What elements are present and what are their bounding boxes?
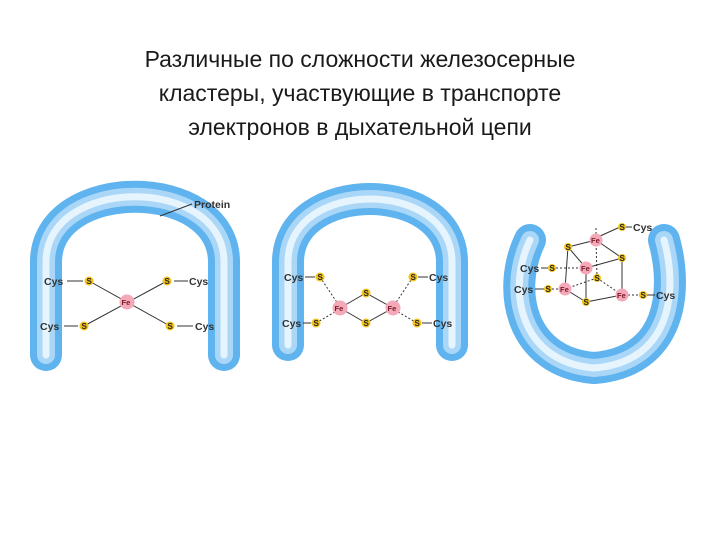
cys-label: Cys [429, 272, 448, 284]
sulfur-atom [165, 321, 175, 331]
cluster-2: Cys Cys Cys Cys S S S S S S Fe Fe [282, 272, 452, 330]
sulfur-label: S [411, 273, 417, 282]
title-line-1: Различные по сложности железосерные [144, 46, 576, 72]
cys-label: Cys [520, 263, 539, 275]
title-line-3: электронов в дыхательной цепи [188, 114, 532, 140]
sulfur-atom [412, 318, 422, 328]
sulfur-label: S [641, 291, 647, 300]
iron-atom [332, 300, 348, 316]
cluster-3: Cys Cys Cys Cys S S S S S S S S Fe Fe Fe… [514, 222, 675, 307]
iron-label: Fe [581, 264, 590, 273]
sulfur-label: S [82, 322, 88, 331]
iron-atom [558, 282, 572, 296]
cys-label: Cys [633, 222, 652, 234]
title-line-2: кластеры, участвующие в транспорте [158, 80, 562, 106]
sulfur-atom [361, 318, 371, 328]
sulfur-atom [311, 318, 321, 328]
sulfur-atom [582, 298, 590, 306]
sulfur-label: S [364, 289, 370, 298]
sulfur-label: S [620, 254, 626, 263]
sulfur-label: S [566, 243, 572, 252]
slide-title: Различные по сложности железосерные клас… [60, 42, 660, 144]
cluster-1: Cys Cys Cys Cys S S S S Fe [40, 276, 214, 333]
iron-atom [579, 261, 593, 275]
protein-arch-2 [272, 183, 468, 361]
sulfur-label: S [546, 285, 552, 294]
cys-label: Cys [433, 318, 452, 330]
sulfur-atom [548, 264, 556, 272]
cys-label: Cys [44, 276, 63, 288]
iron-label: Fe [560, 285, 569, 294]
sulfur-label: S [415, 319, 421, 328]
sulfur-atom [361, 288, 371, 298]
sulfur-atom [639, 291, 647, 299]
sulfur-label: S [595, 274, 601, 283]
sulfur-label: S [620, 223, 626, 232]
cys-label: Cys [284, 272, 303, 284]
iron-label: Fe [335, 304, 344, 313]
iron-atom [119, 294, 135, 310]
protein-arch-1 [30, 180, 240, 371]
protein-u-3 [503, 224, 686, 385]
sulfur-atom [618, 223, 626, 231]
cys-label: Cys [40, 321, 59, 333]
iron-atom [589, 233, 603, 247]
cys-label: Cys [189, 276, 208, 288]
sulfur-atom [162, 276, 172, 286]
iron-label: Fe [388, 304, 397, 313]
sulfur-label: S [584, 298, 590, 307]
cys-label: Cys [282, 318, 301, 330]
iron-label: Fe [122, 298, 131, 307]
iron-label: Fe [617, 291, 626, 300]
sulfur-label: S [318, 273, 324, 282]
iron-atom [385, 300, 401, 316]
sulfur-label: S [168, 322, 174, 331]
sulfur-label: S [165, 277, 171, 286]
sulfur-label: S [550, 264, 556, 273]
sulfur-atom [564, 243, 572, 251]
protein-label: Protein [194, 199, 230, 211]
sulfur-atom [315, 272, 325, 282]
iron-label: Fe [591, 236, 600, 245]
sulfur-label: S [364, 319, 370, 328]
sulfur-atom [618, 254, 626, 262]
cys-label: Cys [195, 321, 214, 333]
iron-atom [615, 288, 629, 302]
sulfur-atom [79, 321, 89, 331]
sulfur-atom [544, 285, 552, 293]
sulfur-label: S [87, 277, 93, 286]
sulfur-atom [593, 274, 601, 282]
cys-label: Cys [514, 284, 533, 296]
cys-label: Cys [656, 290, 675, 302]
sulfur-label: S [314, 319, 320, 328]
sulfur-atom [408, 272, 418, 282]
protein-pointer [159, 203, 193, 217]
sulfur-atom [84, 276, 94, 286]
